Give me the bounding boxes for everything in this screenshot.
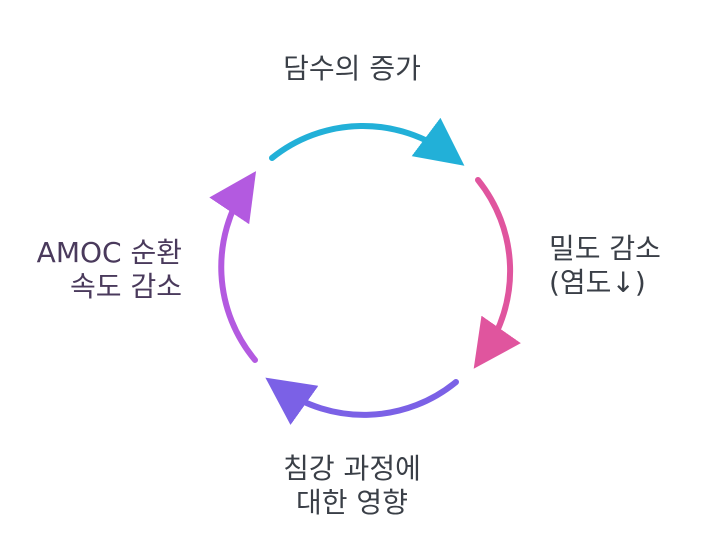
stage-label-freshwater-increase: 담수의 증가 (202, 52, 502, 86)
arc-arrow-top (269, 117, 465, 166)
stage-label-amoc-slowdown: AMOC 순환 속도 감소 (0, 236, 182, 304)
arc-arrow-bottom (265, 377, 459, 425)
stage-label-line: AMOC 순환 (36, 236, 182, 269)
stage-label-line: (염도↓) (549, 266, 646, 299)
stage-label-line: 대한 영향 (296, 486, 408, 519)
arc-arrow-left (209, 171, 258, 363)
stage-label-density-decrease: 밀도 감소 (염도↓) (549, 232, 661, 300)
arc-arrow-right (473, 177, 521, 369)
stage-label-line: 밀도 감소 (549, 232, 661, 265)
stage-label-sinking-impact: 침강 과정에 대한 영향 (202, 452, 502, 520)
stage-label-line: 담수의 증가 (283, 52, 421, 85)
stage-label-line: 속도 감소 (70, 270, 182, 303)
stage-label-line: 침강 과정에 (283, 452, 421, 485)
